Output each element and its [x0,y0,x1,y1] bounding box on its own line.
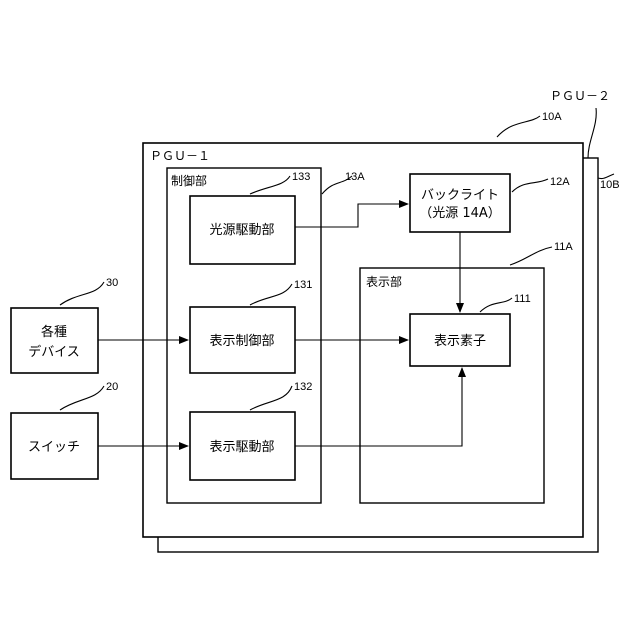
ref-10A: 10A [542,111,562,123]
light-source-driver-label: 光源駆動部 [209,223,274,238]
devices-box [11,308,98,373]
pgu-2-label: ＰＧＵ－２ [550,89,610,103]
leader-10A [497,116,540,137]
ref-111: 111 [514,293,531,305]
backlight-light-source-label: （光源 14A） [419,206,501,221]
leader-pgu-2 [588,108,596,158]
leader-20 [60,386,104,410]
backlight-box [410,174,510,232]
display-driver-label: 表示駆動部 [209,440,274,455]
pgu-1-label: ＰＧＵ－１ [150,149,210,163]
leader-10B [598,174,614,179]
ref-30: 30 [106,277,118,289]
ref-10B: 10B [600,179,620,191]
ref-13A: 13A [345,171,365,183]
ref-12A: 12A [550,176,570,188]
ref-131: 131 [294,279,312,291]
ref-132: 132 [294,381,312,393]
ref-11A: 11A [554,241,573,253]
backlight-label: バックライト [421,188,499,203]
control-section-label: 制御部 [171,173,207,188]
leader-30 [60,282,104,305]
ref-20: 20 [106,381,118,393]
devices-label-line2: デバイス [28,344,80,360]
ref-133: 133 [292,171,310,183]
switch-label: スイッチ [28,440,80,455]
devices-label-line1: 各種 [41,324,67,340]
display-section-label: 表示部 [366,274,402,289]
display-controller-label: 表示制御部 [209,334,274,349]
display-element-label: 表示素子 [434,334,486,349]
